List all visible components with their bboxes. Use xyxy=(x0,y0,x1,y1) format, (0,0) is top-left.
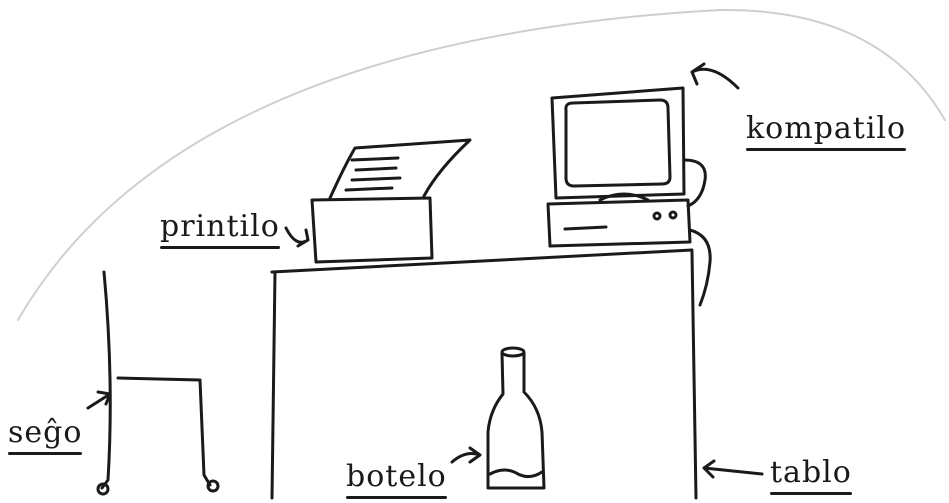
table xyxy=(272,250,696,498)
computer-cable xyxy=(684,160,710,305)
computer-monitor xyxy=(552,88,684,200)
arrow-tablo xyxy=(704,461,762,477)
label-sego-text: seĝo xyxy=(8,415,82,450)
arrow-kompatilo xyxy=(692,64,738,88)
underline xyxy=(8,452,82,455)
underline xyxy=(346,496,447,499)
label-kompatilo: kompatilo xyxy=(746,114,906,144)
computer-base-unit xyxy=(548,200,690,246)
label-tablo-text: tablo xyxy=(770,455,852,490)
label-printilo-text: printilo xyxy=(160,209,280,244)
underline xyxy=(160,246,280,249)
arrow-sego xyxy=(88,392,110,408)
label-botelo: botelo xyxy=(346,462,447,492)
background-arc xyxy=(18,10,945,320)
underline xyxy=(746,148,906,151)
label-tablo: tablo xyxy=(770,458,852,488)
arrow-printilo xyxy=(286,228,308,246)
label-kompatilo-text: kompatilo xyxy=(746,111,906,146)
bottle xyxy=(488,348,544,488)
chair xyxy=(98,272,218,494)
printer xyxy=(312,140,470,262)
label-printilo: printilo xyxy=(160,212,280,242)
label-botelo-text: botelo xyxy=(346,459,447,494)
arrow-botelo xyxy=(452,448,480,462)
label-sego: seĝo xyxy=(8,418,82,448)
underline xyxy=(770,492,852,495)
